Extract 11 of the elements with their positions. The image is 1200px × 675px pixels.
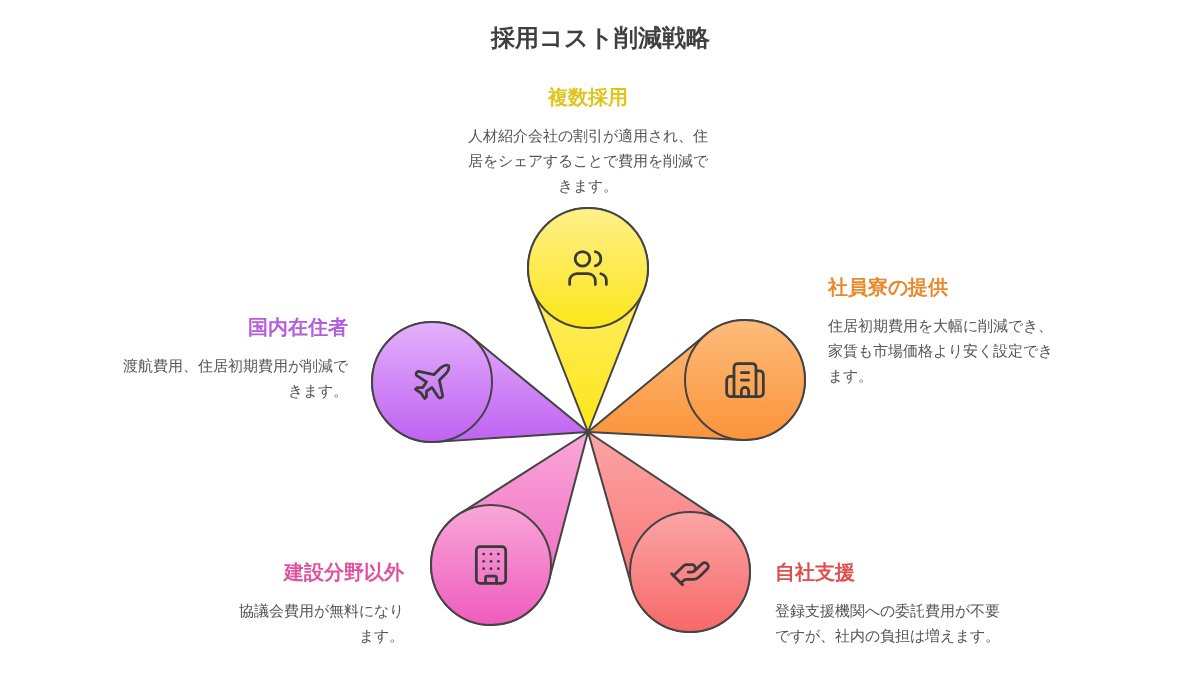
item-heading: 建設分野以外: [284, 559, 404, 585]
item-heading: 国内在住者: [248, 314, 348, 340]
item-description: 人材紹介会社の割引が適用され、住居をシェアすることで費用を削減できます。: [468, 126, 708, 197]
item-heading: 自社支援: [775, 559, 855, 585]
title: 採用コスト削減戦略: [489, 23, 711, 54]
item-heading: 複数採用: [548, 84, 628, 110]
item-heading: 社員寮の提供: [828, 274, 948, 300]
item-description: 渡航費用、住居初期費用が削減できます。: [122, 356, 348, 402]
item-description: 住居初期費用を大幅に削減でき、家賃も市場価格より安く設定できます。: [828, 316, 1054, 387]
item-description: 登録支援機関への委託費用が不要ですが、社内の負担は増えます。: [775, 601, 1001, 647]
item-description: 協議会費用が無料になります。: [238, 601, 404, 647]
